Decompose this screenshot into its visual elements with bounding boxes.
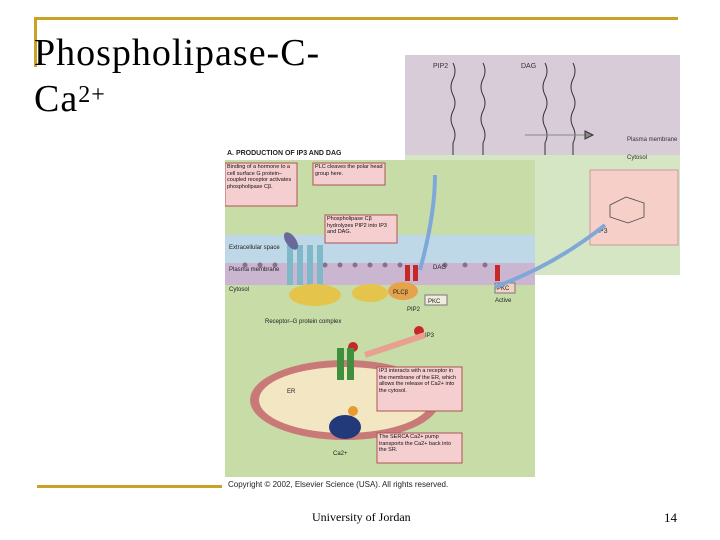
bottom-rule	[37, 485, 222, 488]
serca-pump	[329, 406, 361, 439]
footer-text: University of Jordan	[312, 510, 411, 524]
top-rule	[34, 17, 678, 20]
top-dag-label: DAG	[521, 63, 536, 70]
plc-label: PLCβ	[393, 290, 409, 296]
title-line-2: Ca	[34, 78, 79, 120]
lipid-tails	[450, 62, 595, 155]
pkc-inactive	[424, 294, 448, 306]
top-membrane-label: Plasma membrane	[627, 137, 678, 143]
callout-binding: Binding of a hormone to a cell surface G…	[225, 162, 298, 207]
callout-serca-text: The SERCA Ca2+ pump transports the Ca2+ …	[379, 434, 451, 453]
dag-label: DAG	[433, 265, 446, 271]
dag-marker-2	[495, 265, 500, 281]
figure-heading: A. PRODUCTION OF IP3 AND DAG	[227, 150, 342, 157]
g-protein	[289, 284, 341, 306]
figure-copyright: Copyright © 2002, Elsevier Science (USA)…	[228, 480, 449, 489]
receptor-label: Receptor–G protein complex	[265, 319, 341, 325]
arrow-to-pip2	[418, 174, 437, 271]
left-rule	[34, 17, 37, 67]
top-ip3-label: IP3	[597, 228, 608, 235]
top-cytosol-label: Cytosol	[627, 155, 647, 161]
title-superscript: 2+	[78, 82, 106, 108]
pkc-inactive-label: PKC	[428, 299, 441, 305]
dag-marker	[413, 265, 418, 281]
callout-hydrolyzes-text: Phospholipase Cβ hydrolyzes PIP2 into IP…	[327, 216, 387, 235]
ip3-arrow	[364, 332, 426, 358]
plc-enzyme	[388, 282, 418, 300]
callout-ip3-text: IP3 interacts with a receptor in the mem…	[379, 368, 457, 394]
ip3-headgroup-box	[589, 169, 679, 246]
ca-label: Ca2+	[333, 451, 348, 457]
arrow-to-ip3	[494, 223, 607, 289]
callout-serca: The SERCA Ca2+ pump transports the Ca2+ …	[376, 432, 463, 464]
extracellular-label: Extracellular space	[229, 245, 280, 251]
membrane-heads	[242, 262, 488, 268]
plc-ca-figure: PIP2 DAG Plasma membrane Cytosol IP3 A. …	[225, 55, 680, 477]
cytosol-label: Cytosol	[229, 287, 249, 293]
plasma-membrane-label: Plasma membrane	[229, 267, 280, 273]
pip2-label: PIP2	[407, 307, 421, 313]
membrane-panel	[405, 55, 680, 155]
callout-binding-text: Binding of a hormone to a cell surface G…	[227, 164, 292, 190]
top-pip2-label: PIP2	[433, 63, 448, 70]
title-line-1: Phospholipase-C-	[34, 32, 321, 74]
callout-plc-text: PLC cleaves the polar head group here.	[315, 164, 383, 177]
ip3-receptor	[337, 348, 344, 380]
receptor	[283, 232, 323, 285]
ip3-receptor-2	[347, 348, 354, 380]
ip3-label: IP3	[425, 333, 435, 339]
pkc-active-label: Active	[495, 298, 512, 304]
er-label: ER	[287, 389, 296, 395]
pip2-marker	[405, 265, 410, 281]
pkc-label: PKC	[497, 286, 510, 292]
g-alpha	[352, 284, 388, 302]
slide-title: Phospholipase-C- Ca2+	[34, 30, 320, 122]
callout-ip3-interacts: IP3 interacts with a receptor in the mem…	[376, 366, 463, 412]
page-number: 14	[664, 510, 677, 525]
callout-plc-cleaves: PLC cleaves the polar head group here.	[312, 162, 386, 186]
callout-hydrolyzes: Phospholipase Cβ hydrolyzes PIP2 into IP…	[324, 214, 398, 244]
